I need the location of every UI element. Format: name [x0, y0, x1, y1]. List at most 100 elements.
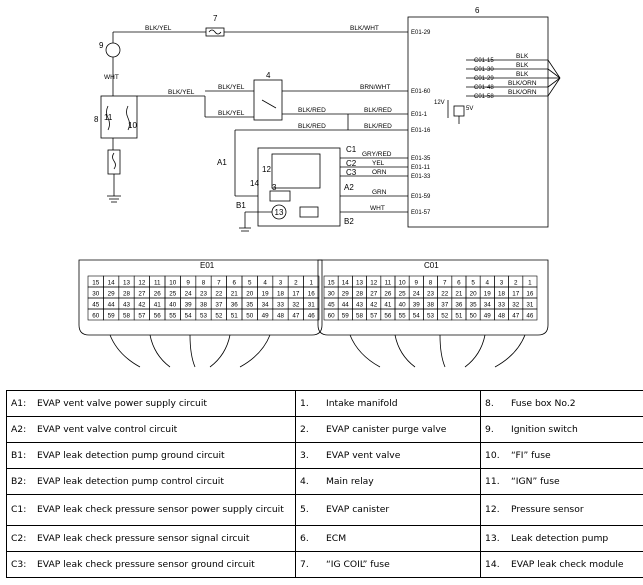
legend-cell: A1:EVAP vent valve power supply circuit: [6, 390, 296, 417]
legend-cell: A2:EVAP vent valve control circuit: [6, 416, 296, 443]
pin-number: 45: [92, 302, 100, 309]
legend-text: “IGN” fuse: [511, 476, 560, 487]
callout-a1: A1: [217, 158, 227, 167]
legend-text: EVAP canister purge valve: [326, 424, 447, 435]
pin-number: 45: [328, 302, 336, 309]
pin-number: 60: [92, 313, 100, 320]
pin-number: 7: [443, 280, 447, 287]
pin-number: 17: [512, 291, 520, 298]
terminal-e01-11: E01-11: [411, 165, 431, 171]
pin-number: 55: [399, 313, 407, 320]
legend-cell: 11. “IGN” fuse: [480, 468, 643, 495]
pin-number: 11: [154, 280, 161, 287]
pin-number: 59: [108, 313, 116, 320]
pin-number: 23: [200, 291, 208, 298]
pin-number: 51: [231, 313, 239, 320]
terminal-e01-16: E01-16: [411, 128, 431, 134]
pin-number: 34: [484, 302, 492, 309]
terminal-c01-30: C01-30: [474, 67, 494, 73]
pin-number: 14: [108, 280, 116, 287]
callout-12: 12: [262, 165, 271, 174]
pin-number: 32: [292, 302, 300, 309]
legend-cell: 2.EVAP canister purge valve: [295, 416, 481, 443]
connector-e01-label: E01: [200, 261, 215, 270]
legend-row: B1:EVAP leak detection pump ground circu…: [6, 442, 643, 469]
pin-number: 52: [441, 313, 449, 320]
callout-8: 8: [94, 115, 99, 124]
pin-number: 53: [427, 313, 435, 320]
pin-number: 2: [294, 280, 298, 287]
callout-4: 4: [266, 71, 271, 80]
pin-number: 46: [526, 313, 534, 320]
legend-key: 10.: [485, 450, 500, 461]
ignition-switch-symbol: [105, 42, 121, 58]
callout-10: 10: [128, 121, 137, 130]
pin-number: 49: [262, 313, 270, 320]
pin-number: 47: [292, 313, 300, 320]
pin-number: 6: [457, 280, 461, 287]
pin-number: 28: [356, 291, 364, 298]
legend-cell: 12.Pressure sensor: [480, 494, 643, 526]
terminal-e01-29: E01-29: [411, 30, 431, 36]
terminal-e01-57: E01-57: [411, 210, 431, 216]
pin-number: 21: [231, 291, 239, 298]
legend-cell: 10. “FI” fuse: [480, 442, 643, 469]
legend-cell: 14.EVAP leak check module: [480, 550, 643, 579]
pin-number: 43: [123, 302, 131, 309]
legend-text: EVAP canister: [326, 504, 390, 516]
legend-text: Fuse box No.2: [511, 398, 576, 409]
legend-key: A1:: [11, 398, 27, 409]
legend-text: EVAP leak check pressure sensor signal c…: [37, 532, 250, 544]
pin-number: 48: [498, 313, 506, 320]
pin-number: 15: [328, 280, 336, 287]
legend-text: “FI” fuse: [511, 450, 551, 461]
legend-text: EVAP leak check pressure sensor power su…: [37, 504, 284, 516]
pin-number: 10: [169, 280, 177, 287]
legend-key: 9.: [485, 424, 494, 435]
legend-cell: 13.Leak detection pump: [480, 524, 643, 552]
legend-key: B2:: [11, 476, 27, 487]
callout-9: 9: [99, 41, 104, 50]
pin-number: 7: [217, 280, 221, 287]
pin-number: 37: [215, 302, 223, 309]
pin-number: 29: [108, 291, 116, 298]
pin-number: 23: [427, 291, 435, 298]
legend-text: EVAP vent valve control circuit: [37, 424, 178, 435]
legend-cell: C2: EVAP leak check pressure sensor signa…: [6, 524, 296, 552]
callout-c1: C1: [346, 145, 357, 154]
legend-text: Leak detection pump: [511, 532, 609, 544]
pin-number: 17: [292, 291, 300, 298]
pin-number: 3: [500, 280, 504, 287]
legend-key: C2:: [11, 532, 27, 544]
pin-number: 43: [356, 302, 364, 309]
fuse-box-symbol: [100, 95, 138, 139]
pin-number: 42: [138, 302, 146, 309]
legend-key: 4.: [300, 476, 309, 487]
pin-number: 46: [308, 313, 316, 320]
callout-7: 7: [213, 14, 218, 23]
pin-number: 1: [528, 280, 532, 287]
pin-cell: [303, 308, 320, 321]
legend-text: “IG COIL” fuse: [326, 558, 390, 570]
callout-b2: B2: [344, 217, 354, 226]
pin-number: 9: [415, 280, 419, 287]
legend-row: C1:EVAP leak check pressure sensor power…: [6, 494, 643, 526]
wire-orn: ORN: [372, 169, 387, 176]
pin-number: 19: [484, 291, 492, 298]
pin-number: 52: [215, 313, 223, 320]
pin-number: 41: [154, 302, 162, 309]
legend-cell: 5.EVAP canister: [295, 494, 481, 526]
pin-number: 33: [498, 302, 506, 309]
callout-c2: C2: [346, 159, 357, 168]
legend-cell: 6.ECM: [295, 524, 481, 552]
pin-number: 14: [342, 280, 350, 287]
legend-cell: 3.EVAP vent valve: [295, 442, 481, 469]
pin-number: 47: [512, 313, 520, 320]
pin-number: 56: [154, 313, 162, 320]
legend-row: C3:EVAP leak check pressure sensor groun…: [6, 550, 643, 579]
legend-key: 11.: [485, 476, 500, 487]
pin-number: 12: [370, 280, 378, 287]
legend-text: EVAP leak check module: [511, 558, 624, 570]
pin-number: 22: [215, 291, 223, 298]
